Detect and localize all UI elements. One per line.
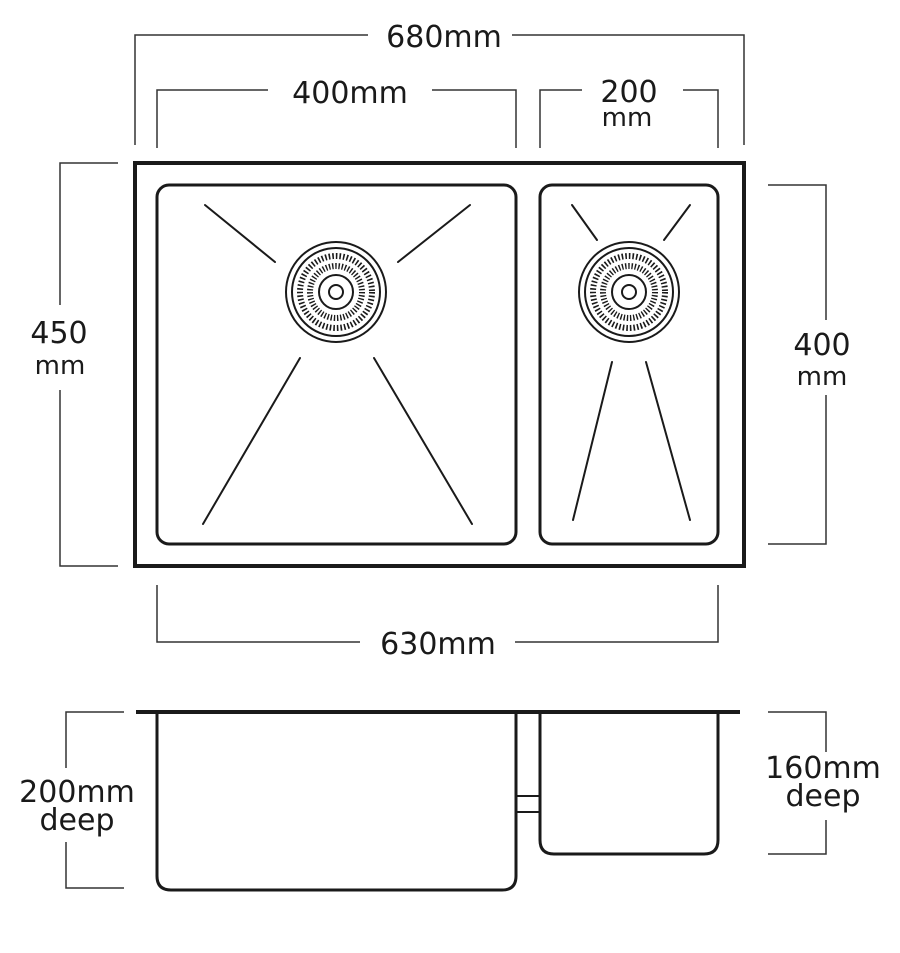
dimension-internal-width: 630mm: [156, 585, 719, 662]
small-bowl-drain-icon: [578, 241, 680, 343]
overall-width-label: 680mm: [386, 20, 502, 55]
large-bowl-drain-icon: [285, 241, 387, 343]
large-bowl-groove-bottom-right: [373, 357, 473, 525]
side-view: 200mm deep 160mm deep: [19, 710, 881, 892]
large-bowl-depth-word: deep: [40, 803, 115, 838]
dimension-overall-width: 680mm: [134, 20, 745, 145]
small-bowl-width-value: 200: [600, 75, 657, 110]
large-bowl-width-label: 400mm: [292, 76, 408, 111]
large-bowl-depth-value: 200mm: [19, 775, 135, 810]
dimension-overall-depth: 450 mm: [30, 162, 118, 567]
internal-width-label: 630mm: [380, 627, 496, 662]
small-bowl-groove-top-right: [663, 204, 691, 241]
large-bowl-groove-top-left: [204, 204, 276, 263]
dimension-large-bowl-width: 400mm: [156, 76, 517, 148]
large-bowl-groove-bottom-left: [202, 357, 301, 525]
dimension-small-bowl-width: 200 mm: [539, 75, 719, 148]
dimension-small-bowl-length: 400 mm: [768, 184, 851, 545]
small-bowl-width-unit: mm: [602, 103, 653, 133]
top-view: 680mm 400mm 200 mm 450 mm 400 mm: [30, 20, 850, 662]
large-bowl-outline: [155, 183, 518, 546]
dimension-small-bowl-depth: 160mm deep: [765, 711, 881, 855]
large-bowl-groove-top-right: [397, 204, 471, 263]
small-bowl-groove-bottom-left: [572, 361, 613, 521]
small-bowl-depth-value: 160mm: [765, 751, 881, 786]
overall-depth-value: 450: [30, 316, 87, 351]
small-bowl-length-unit: mm: [797, 362, 848, 392]
sink-outer-outline: [133, 161, 746, 568]
overall-depth-unit: mm: [35, 351, 86, 381]
small-bowl-depth-word: deep: [786, 779, 861, 814]
small-bowl-groove-bottom-right: [645, 361, 691, 521]
small-bowl-profile: [538, 712, 720, 856]
large-bowl-profile: [155, 712, 518, 892]
bowl-connector: [515, 795, 541, 813]
small-bowl-outline: [538, 183, 720, 546]
small-bowl-length-value: 400: [793, 328, 850, 363]
small-bowl-groove-top-left: [571, 204, 598, 241]
dimension-large-bowl-depth: 200mm deep: [19, 711, 135, 889]
